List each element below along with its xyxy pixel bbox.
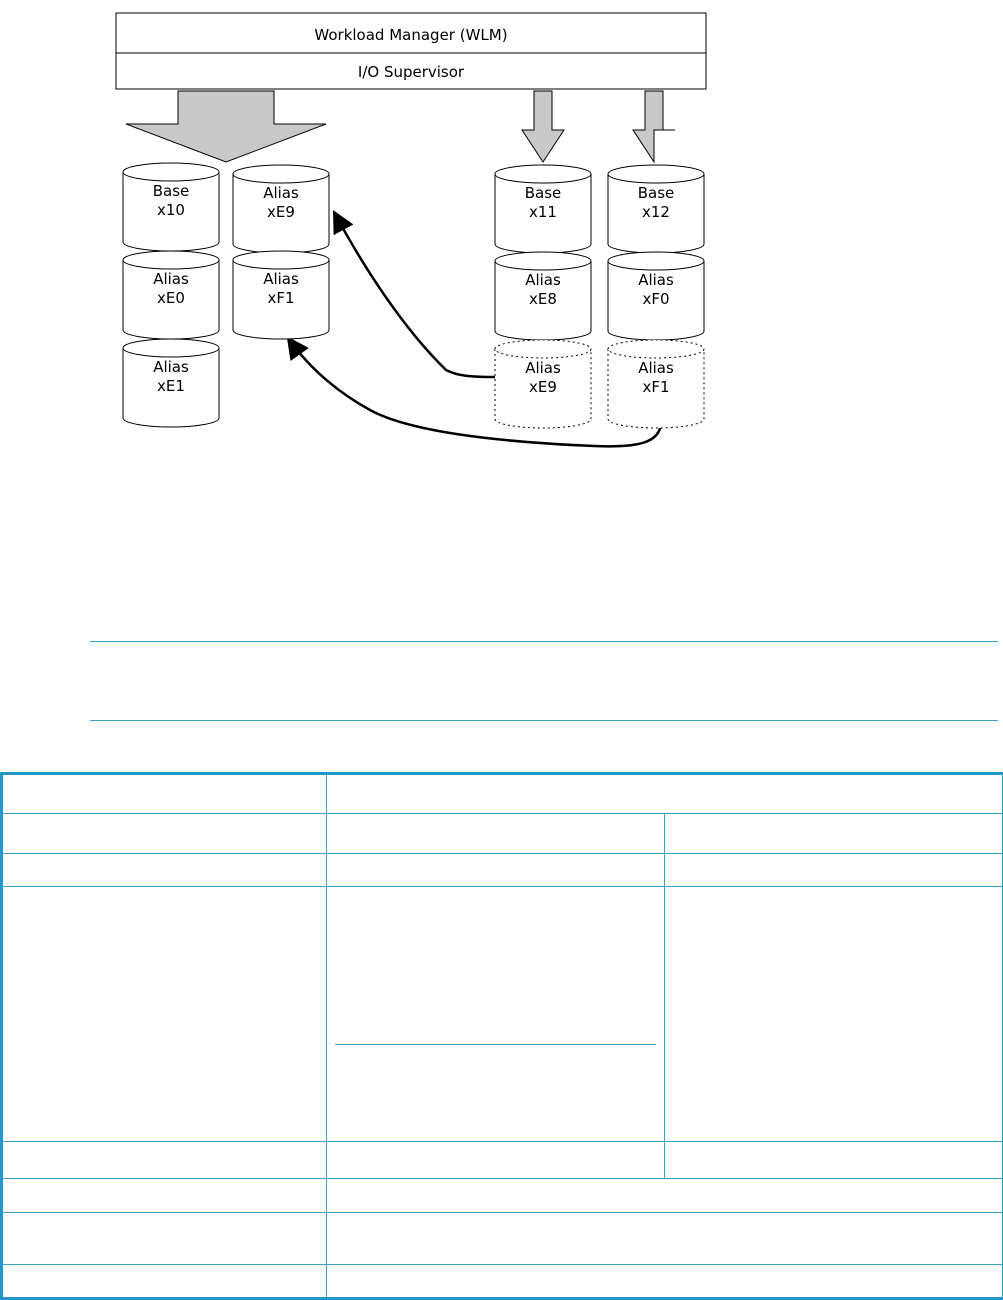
volume-id-label: xE1: [157, 377, 185, 395]
table-cell: [665, 1142, 1003, 1179]
wlm-label: Workload Manager (WLM): [314, 26, 507, 44]
wlm-bar: Workload Manager (WLM): [116, 13, 706, 53]
divider-top: [90, 641, 998, 642]
volume-id-label: xF0: [642, 290, 669, 308]
reassign-arrow-xf1: [288, 338, 661, 446]
volume-kind-label: Alias: [153, 358, 189, 376]
table-row: [2, 774, 1003, 814]
table-cell: [327, 854, 665, 887]
small-down-arrow-1: [522, 91, 564, 162]
volume-kind-label: Alias: [525, 359, 561, 377]
volume-kind-label: Base: [525, 184, 562, 202]
table-cell: [327, 1179, 1003, 1213]
table-cell: [327, 887, 665, 1142]
cell-divider: [335, 1044, 656, 1045]
table-cell: [2, 774, 327, 814]
table-row: [2, 1265, 1003, 1299]
io-supervisor-label: I/O Supervisor: [358, 63, 465, 81]
volume-kind-label: Alias: [263, 184, 299, 202]
table-cell: [2, 1142, 327, 1179]
table-cell: [665, 887, 1003, 1142]
io-supervisor-bar: I/O Supervisor: [116, 53, 706, 89]
table-cell: [2, 887, 327, 1142]
table-cell: [665, 814, 1003, 854]
reassign-arrow-xe9: [334, 212, 496, 377]
table-cell: [327, 774, 1003, 814]
volume-id-label: xE0: [157, 289, 185, 307]
volume-kind-label: Alias: [638, 359, 674, 377]
table-cell: [665, 854, 1003, 887]
table-row: [2, 814, 1003, 854]
volume-id-label: xE8: [529, 290, 557, 308]
volume-id-label: xF1: [642, 378, 669, 396]
volume-kind-label: Alias: [153, 270, 189, 288]
volume-id-label: x12: [642, 203, 670, 221]
table-cell: [327, 814, 665, 854]
volume-id-label: x11: [529, 203, 557, 221]
table-cell: [327, 1142, 665, 1179]
table-row: [2, 1142, 1003, 1179]
table-cell: [2, 1265, 327, 1299]
volume-id-label: x10: [157, 201, 185, 219]
table-cell: [327, 1265, 1003, 1299]
volume-id-label: xE9: [267, 203, 295, 221]
volume-kind-label: Alias: [263, 270, 299, 288]
spec-table: [0, 772, 1003, 1300]
table-cell: [2, 814, 327, 854]
volume-id-label: xE9: [529, 378, 557, 396]
pav-alias-diagram: Workload Manager (WLM) I/O Supervisor Ba…: [0, 0, 1003, 470]
table-cell: [2, 854, 327, 887]
volume-kind-label: Alias: [525, 271, 561, 289]
volume-kind-label: Base: [153, 182, 190, 200]
table-row: [2, 1179, 1003, 1213]
big-down-arrow: [126, 91, 326, 162]
volume-kind-label: Alias: [638, 271, 674, 289]
small-down-arrow-2: [633, 91, 675, 162]
volume-kind-label: Base: [638, 184, 675, 202]
table-row: [2, 854, 1003, 887]
table-cell: [2, 1179, 327, 1213]
table-row: [2, 887, 1003, 1142]
divider-bottom: [90, 720, 998, 721]
volume-id-label: xF1: [267, 289, 294, 307]
